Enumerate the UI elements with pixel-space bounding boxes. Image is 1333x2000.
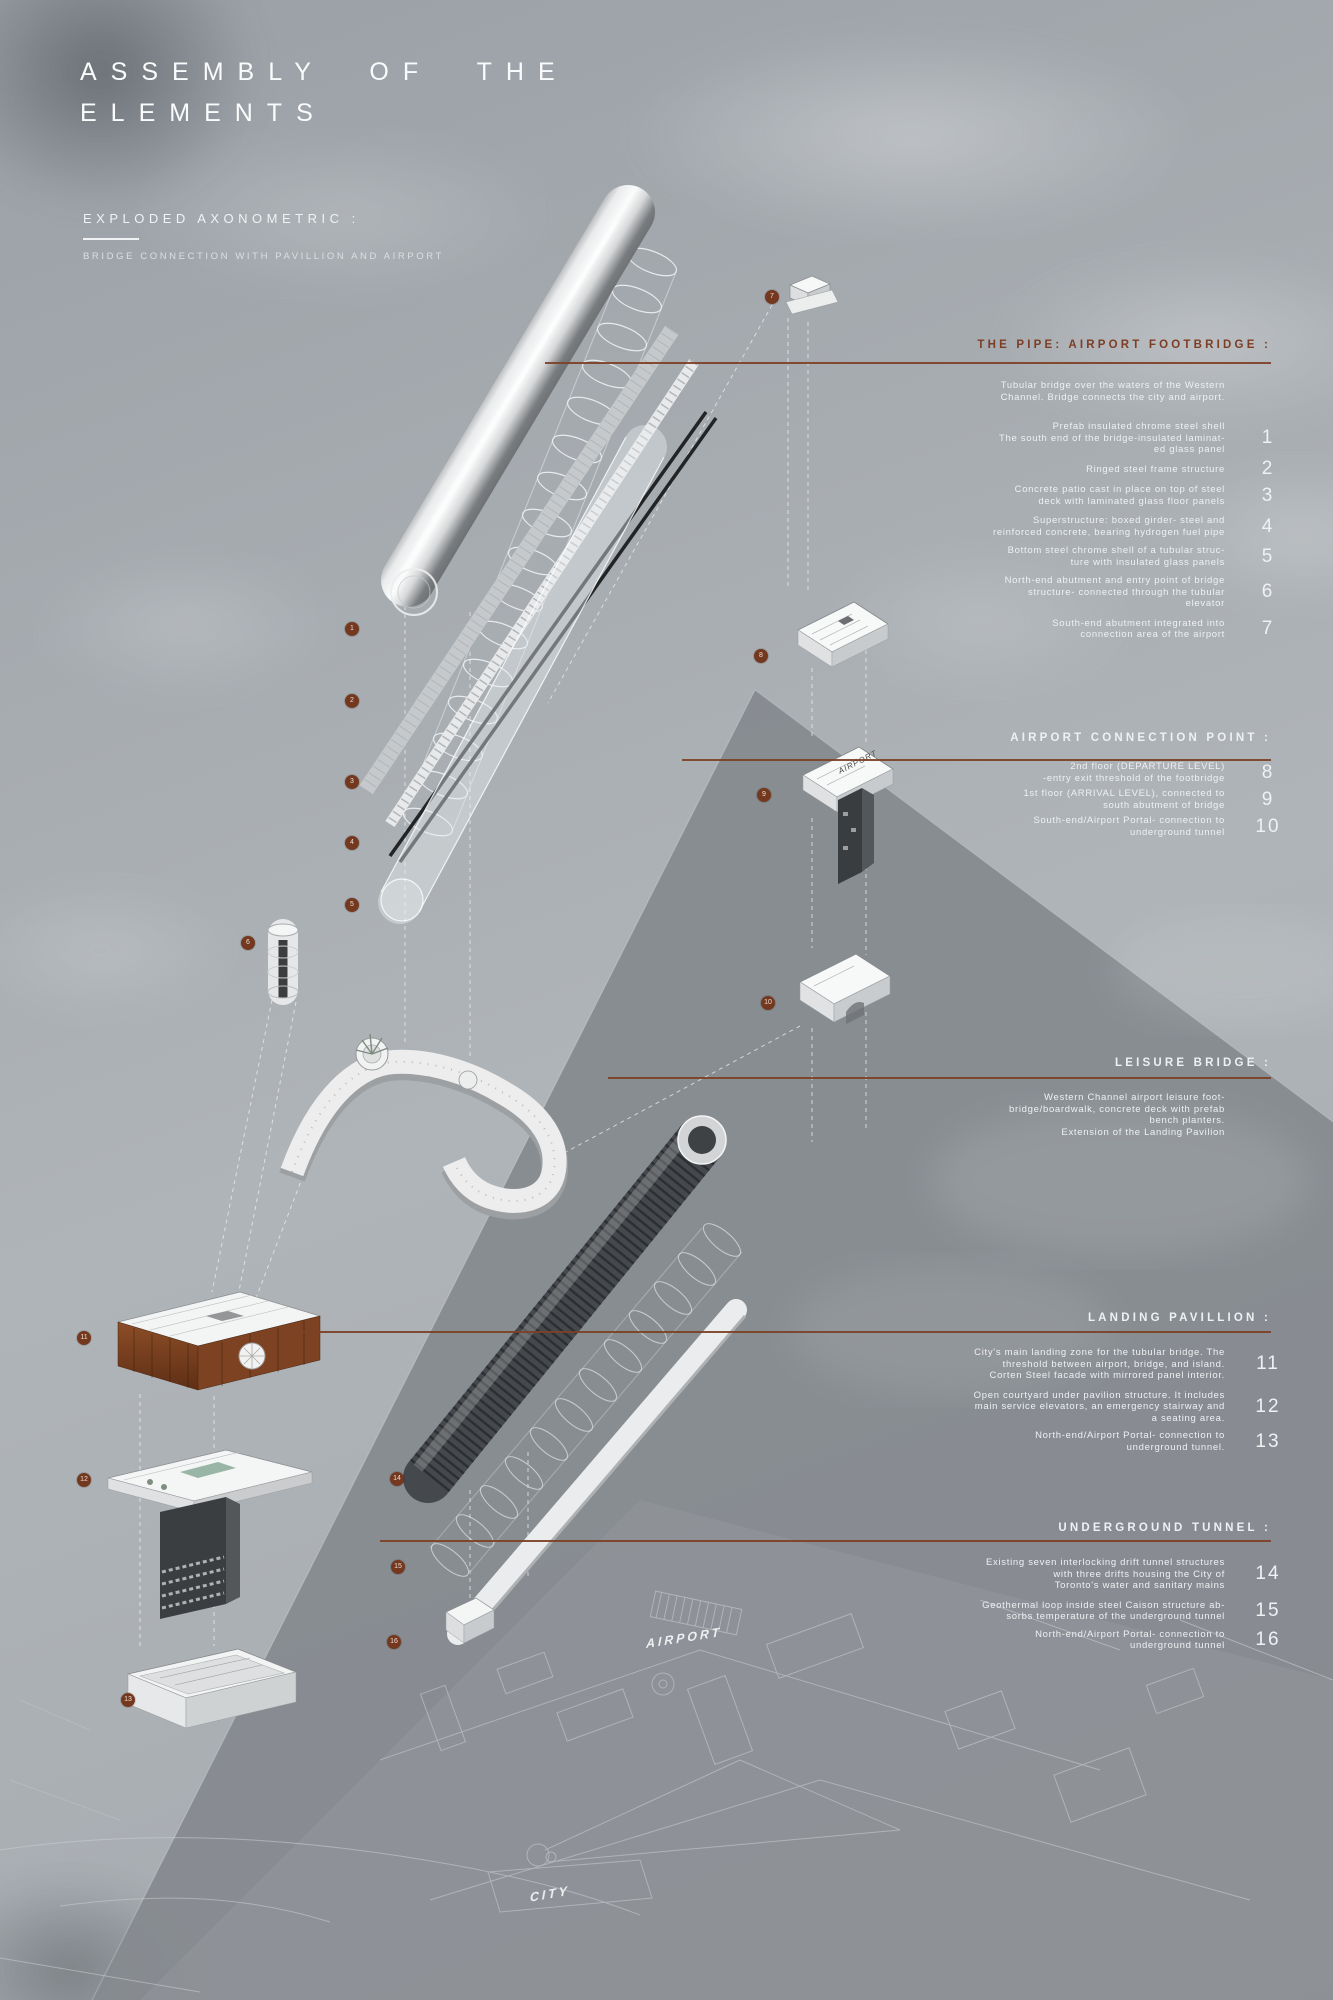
item-number: 14 [1255, 1563, 1281, 1585]
poster-title: ASSEMBLY OF THE ELEMENTS [80, 58, 569, 127]
item-number: 11 [1256, 1353, 1280, 1375]
item-number: 4 [1261, 515, 1275, 537]
diagram-marker-11: 11 [77, 1331, 91, 1345]
diagram-marker-2: 2 [345, 694, 359, 708]
tubular-elevator [267, 919, 299, 1005]
item-number: 15 [1255, 1600, 1281, 1621]
south-abutment-box [785, 275, 839, 315]
legend-item: Open courtyard under pavilion structure.… [705, 1390, 1279, 1425]
section-pipe-footbridge: THE PIPE: AIRPORT FOOTBRIDGE : Tubular b… [705, 338, 1273, 641]
legend-item: Prefab insulated chrome steel shell The … [705, 421, 1272, 456]
subtitle-block: EXPLODED AXONOMETRIC : BRIDGE CONNECTION… [83, 211, 444, 262]
subtitle: EXPLODED AXONOMETRIC : [83, 211, 360, 226]
section-intro: Tubular bridge over the waters of the We… [1000, 380, 1225, 403]
item-number: 16 [1255, 1629, 1281, 1650]
departure-level-plate [797, 601, 889, 668]
map-label-city: CITY [530, 1884, 570, 1905]
section-title: LANDING PAVILLION : [1087, 1312, 1271, 1324]
subtitle-rule [83, 238, 139, 240]
legend-item: Superstructure: boxed girder- steel and … [705, 515, 1272, 538]
legend-item: 2nd floor (DEPARTURE LEVEL) -entry exit … [705, 761, 1272, 784]
diagram-marker-3: 3 [345, 775, 359, 789]
item-number: 8 [1261, 761, 1275, 783]
tunnel-caison-rings [429, 1223, 743, 1577]
legend-item: City's main landing zone for the tubular… [705, 1347, 1278, 1382]
arrival-level-plate: AIRPORT [802, 746, 894, 884]
section-underground-tunnel: UNDERGROUND TUNNEL : Existing seven inte… [705, 1521, 1279, 1652]
airport-portal-plate [799, 953, 891, 1024]
diagram-marker-7: 7 [765, 290, 779, 304]
legend-item: North-end abutment and entry point of br… [705, 575, 1273, 610]
corten-pavilion [116, 1291, 322, 1391]
pavilion-core-shaft [160, 1497, 240, 1619]
diagram-marker-6: 6 [241, 936, 255, 950]
section-title: THE PIPE: AIRPORT FOOTBRIDGE : [977, 339, 1271, 351]
section-title: AIRPORT CONNECTION POINT : [1010, 732, 1271, 744]
diagram-marker-8: 8 [754, 649, 768, 663]
diagram-marker-12: 12 [77, 1473, 91, 1487]
section-intro: Western Channel airport leisure foot- br… [1009, 1092, 1225, 1138]
section-leader-lines [295, 362, 1271, 1542]
diagram-marker-15: 15 [391, 1560, 405, 1574]
legend-item: Concrete patio cast in place on top of s… [705, 484, 1273, 507]
tunnel-drift-structure [403, 1115, 727, 1503]
tunnel-portal-bar [445, 1299, 747, 1645]
north-portal-tray [126, 1648, 298, 1729]
map-linework [0, 1590, 1333, 1993]
item-number: 9 [1261, 788, 1275, 810]
pipe-girder-rails [388, 410, 718, 864]
diagram-marker-13: 13 [121, 1693, 135, 1707]
item-number: 7 [1261, 618, 1275, 639]
projection-lines [139, 304, 867, 1650]
leisure-bridge [279, 1033, 569, 1220]
item-number: 12 [1255, 1395, 1281, 1417]
item-number: 13 [1255, 1430, 1281, 1452]
section-title: UNDERGROUND TUNNEL : [1058, 1522, 1271, 1534]
legend-item: 1st floor (ARRIVAL LEVEL), connected to … [705, 788, 1272, 811]
diagram-marker-16: 16 [387, 1635, 401, 1649]
item-number: 3 [1261, 484, 1275, 506]
item-number: 10 [1255, 815, 1281, 837]
item-number: 2 [1261, 458, 1275, 480]
subtitle-note: BRIDGE CONNECTION WITH PAVILLION AND AIR… [83, 251, 444, 262]
legend-item: Existing seven interlocking drift tunnel… [705, 1557, 1279, 1592]
diagram-marker-10: 10 [761, 996, 775, 1010]
diagram-marker-4: 4 [345, 836, 359, 850]
diagram-marker-5: 5 [345, 898, 359, 912]
section-airport-connection: AIRPORT CONNECTION POINT : 2nd floor (DE… [705, 731, 1278, 838]
legend-item: North-end/Airport Portal- connection to … [705, 1629, 1279, 1652]
legend-item: Bottom steel chrome shell of a tubular s… [705, 545, 1273, 568]
section-leisure-bridge: LEISURE BRIDGE : Western Channel airport… [705, 1056, 1268, 1138]
planter-plant [355, 1033, 389, 1055]
section-title: LEISURE BRIDGE : [1115, 1057, 1271, 1069]
diagram-marker-9: 9 [757, 788, 771, 802]
item-number: 6 [1261, 581, 1275, 603]
item-number: 1 [1261, 427, 1275, 449]
legend-item: Geothermal loop inside steel Caison stru… [705, 1600, 1278, 1623]
pipe-glass-shell [378, 425, 667, 924]
item-number: 5 [1261, 545, 1275, 567]
legend-item: North-end/Airport Portal- connection to … [705, 1430, 1279, 1453]
legend-item: South-end/Airport Portal- connection to … [705, 815, 1278, 838]
diagram-marker-14: 14 [390, 1472, 404, 1486]
diagram-marker-1: 1 [345, 622, 359, 636]
section-landing-pavillion: LANDING PAVILLION : City's main landing … [705, 1311, 1279, 1453]
legend-item: South-end abutment integrated into conne… [705, 618, 1272, 641]
pipe-chrome-shell [381, 185, 655, 616]
